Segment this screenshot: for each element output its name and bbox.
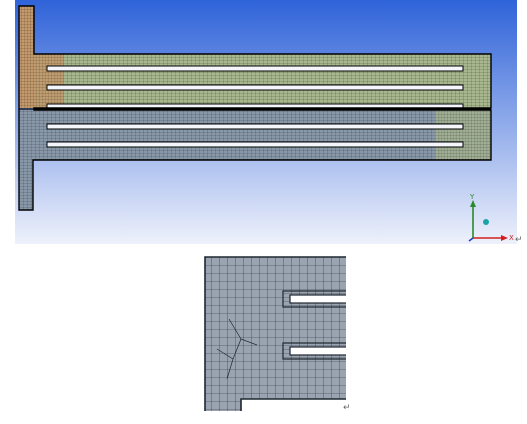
z-axis-arrow — [468, 237, 474, 242]
geometry-outline — [18, 5, 492, 211]
mesh-zoom-viewport[interactable] — [187, 249, 346, 411]
y-axis-label: Y — [469, 193, 475, 201]
mesh-viewport[interactable]: Y X — [15, 0, 517, 244]
x-axis-label: X — [509, 234, 514, 242]
axis-triad: Y X — [468, 193, 514, 242]
channel-5 — [46, 141, 464, 148]
zoom-mesh-skew — [216, 318, 258, 380]
channel-4 — [46, 123, 464, 130]
mesh-body-lower — [19, 110, 491, 210]
triad-sphere — [483, 219, 489, 225]
zoom-mesh-body — [205, 257, 346, 411]
paragraph-mark-2: ↵ — [343, 403, 351, 413]
zoom-outline — [204, 256, 346, 411]
channel-1 — [46, 65, 464, 72]
mesh-body-upper — [19, 6, 491, 108]
paragraph-mark-1: ↵ — [515, 235, 523, 245]
zoom-channels — [282, 290, 346, 360]
channel-2 — [46, 84, 464, 91]
